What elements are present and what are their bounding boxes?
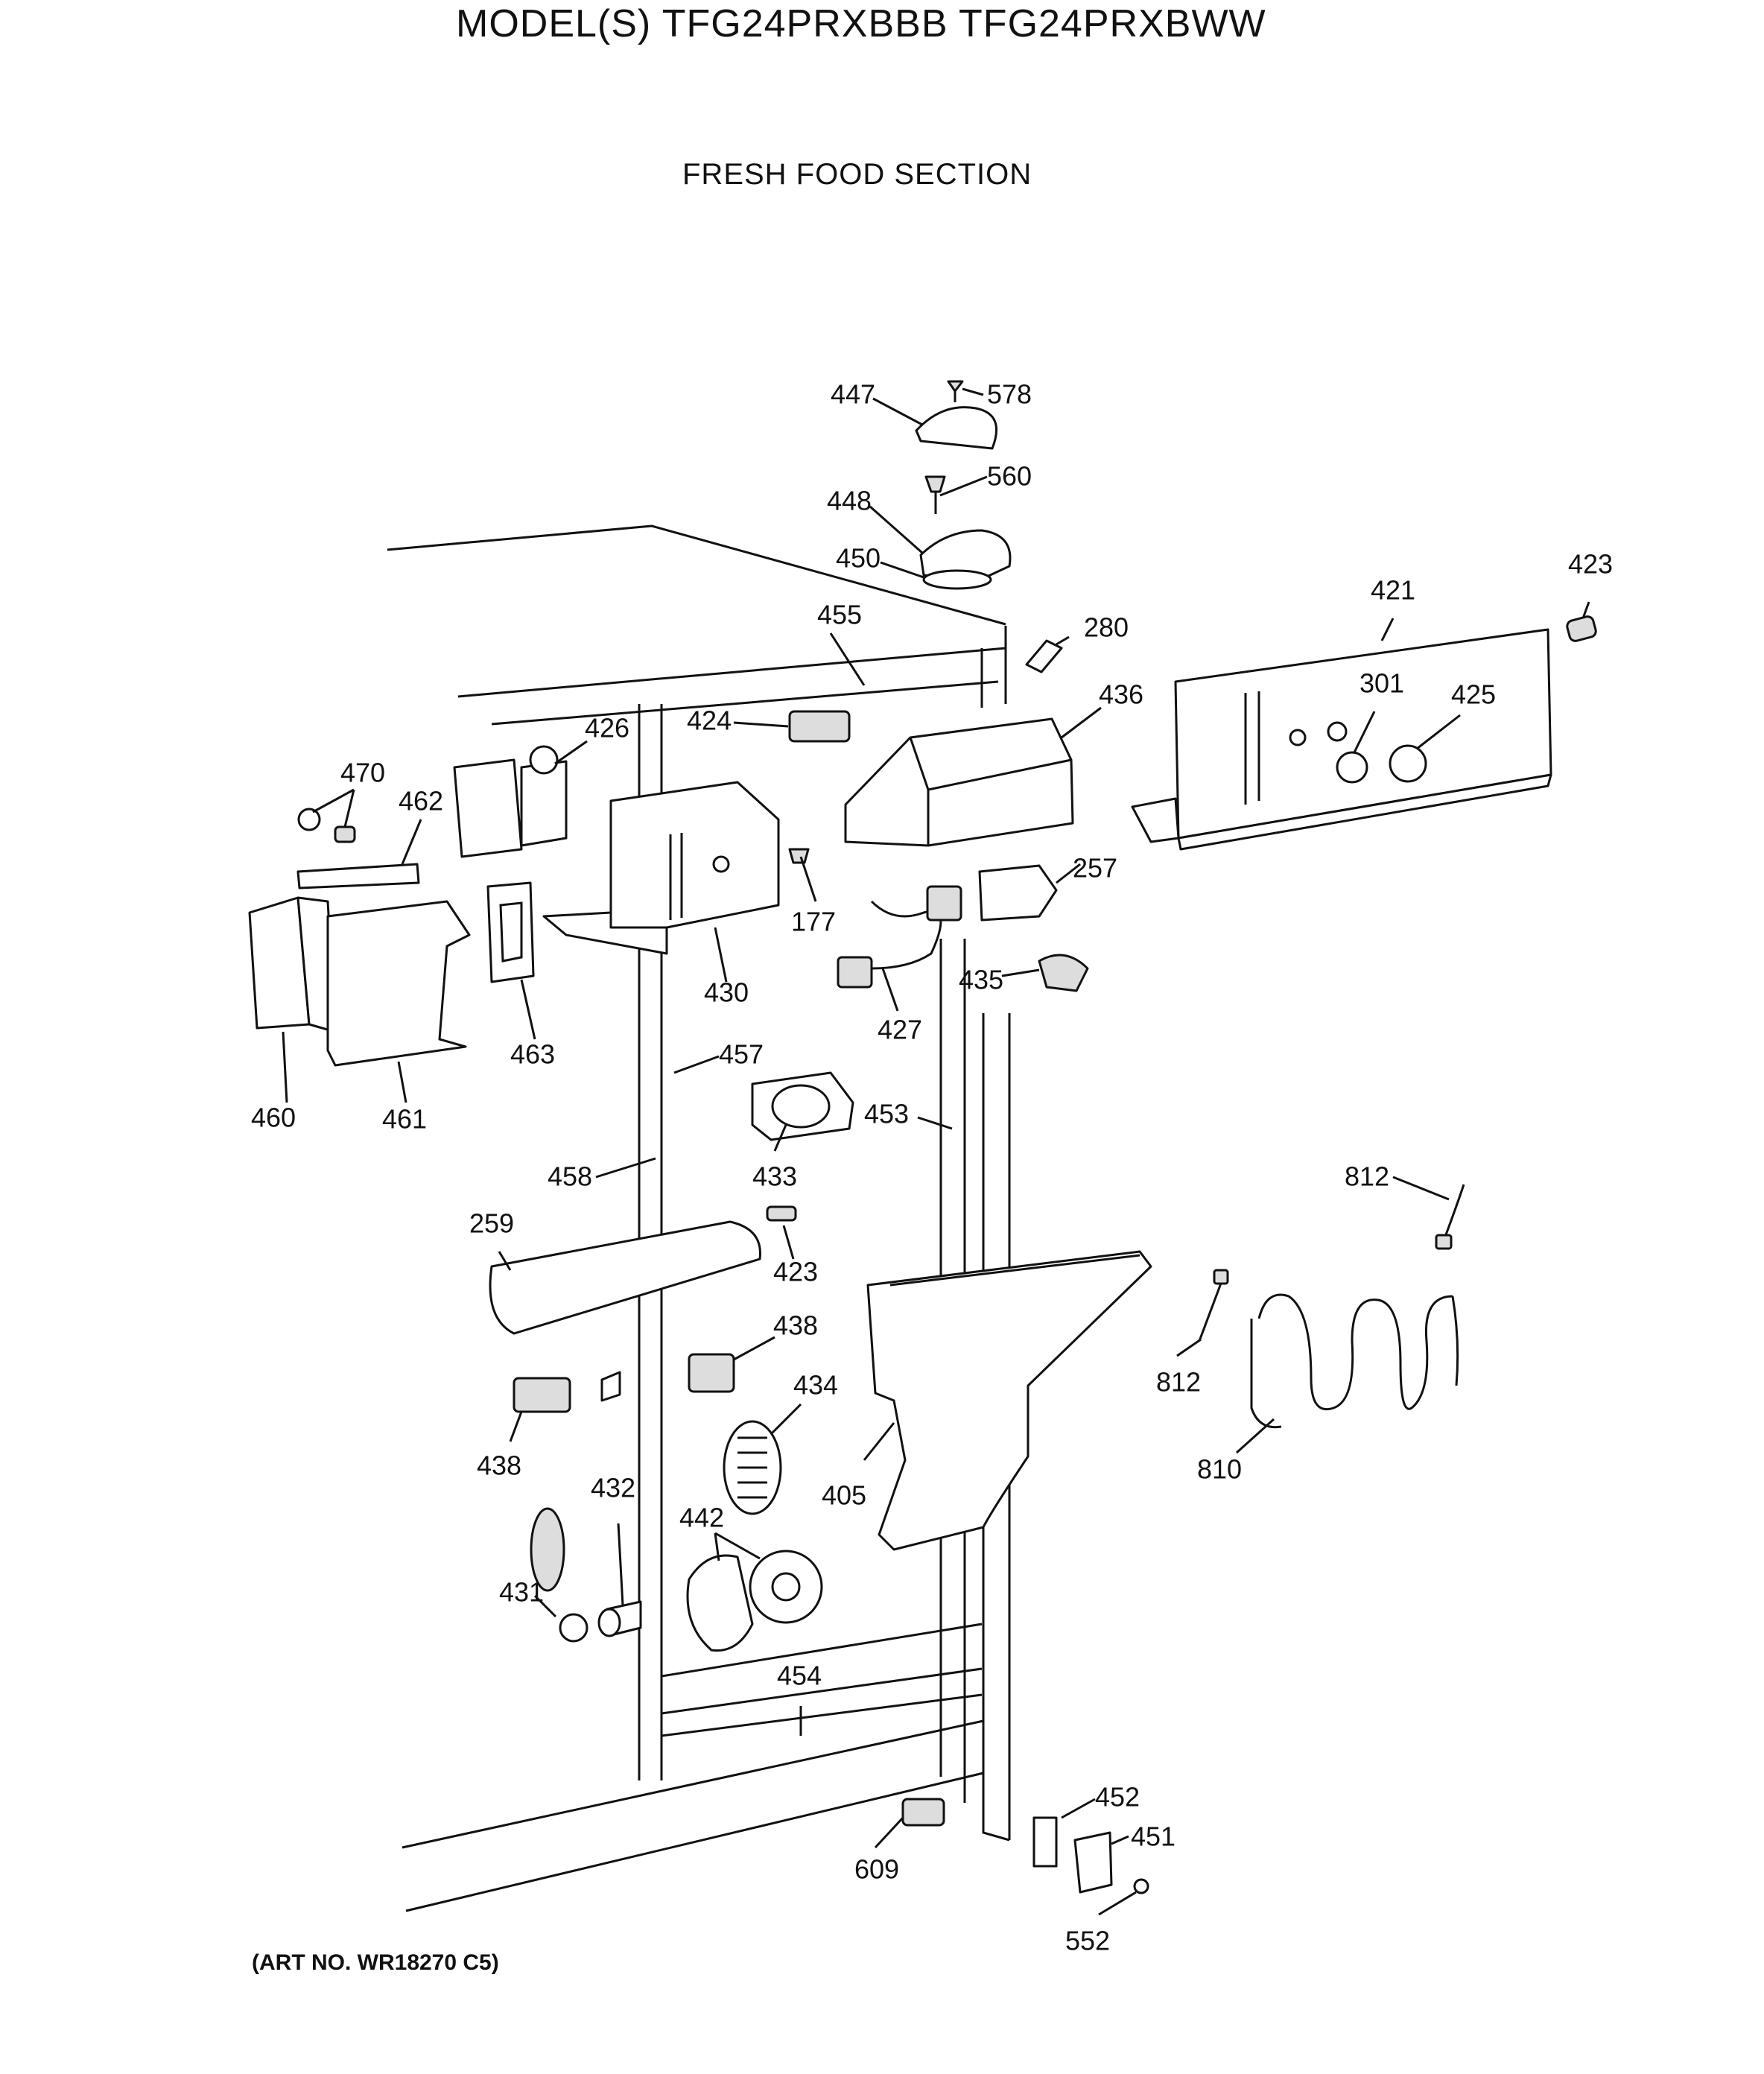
callout-438-left: 438 <box>477 1450 521 1481</box>
callout-430: 430 <box>704 977 749 1008</box>
part-447-cover <box>915 406 998 450</box>
callout-578: 578 <box>987 379 1032 410</box>
callout-463: 463 <box>510 1039 555 1070</box>
part-552-screw <box>1133 1878 1149 1894</box>
part-301-knob <box>1336 751 1368 784</box>
page-title: MODEL(S) TFG24PRXBBB TFG24PRXBWW <box>456 2 1266 45</box>
callout-433: 433 <box>752 1161 797 1192</box>
callout-451: 451 <box>1131 1821 1176 1852</box>
part-177-screw <box>788 848 810 864</box>
part-450-gasket <box>922 569 992 590</box>
part-442-motor <box>686 1550 823 1652</box>
callout-426: 426 <box>585 713 629 743</box>
part-257-timer <box>978 864 1058 922</box>
callout-470: 470 <box>340 758 385 788</box>
callout-177: 177 <box>791 907 836 937</box>
part-438-cube <box>600 1371 621 1402</box>
part-427-harness <box>837 885 962 989</box>
callout-432: 432 <box>591 1473 635 1503</box>
part-405-liner <box>866 1250 1152 1551</box>
part-463-bracket <box>486 881 535 983</box>
callout-458: 458 <box>548 1161 592 1192</box>
part-280 <box>1025 639 1063 673</box>
callout-423-top: 423 <box>1568 549 1613 580</box>
callout-810: 810 <box>1197 1454 1242 1485</box>
part-423-knob-top <box>1566 615 1597 642</box>
callout-812-upper: 812 <box>1345 1161 1389 1192</box>
part-578-screw <box>947 380 964 402</box>
callout-431: 431 <box>499 1577 544 1608</box>
part-461-frame <box>326 900 471 1067</box>
part-462-clip <box>296 863 420 889</box>
callout-436: 436 <box>1099 679 1143 710</box>
part-452-plate <box>1032 1816 1058 1868</box>
part-423-knob-lower <box>766 1205 797 1222</box>
callout-460: 460 <box>251 1103 296 1133</box>
part-812-tube-lower <box>1198 1269 1229 1342</box>
part-560-screw <box>924 475 946 514</box>
part-431-gasket-lens <box>530 1507 588 1643</box>
callout-421: 421 <box>1371 575 1415 606</box>
art-number: (ART NO. WR18270 C5) <box>252 1950 499 1975</box>
callout-438-right: 438 <box>773 1310 818 1341</box>
callout-447: 447 <box>831 379 875 410</box>
part-433-fan <box>751 1071 854 1141</box>
part-438-socket-right <box>688 1353 735 1393</box>
callout-434: 434 <box>793 1370 838 1401</box>
part-812-tube-upper <box>1435 1184 1465 1250</box>
part-810-heater <box>1250 1293 1459 1429</box>
callout-259: 259 <box>469 1208 514 1239</box>
part-259-cover <box>489 1220 761 1335</box>
part-438-socket-left <box>513 1377 571 1413</box>
callout-labels: 447 578 560 448 450 455 280 423 421 436 … <box>251 379 1613 1956</box>
callout-552: 552 <box>1065 1926 1110 1956</box>
callout-452: 452 <box>1095 1782 1140 1813</box>
callout-427: 427 <box>878 1015 922 1045</box>
part-421-control-panel <box>1131 628 1552 851</box>
callout-435: 435 <box>959 965 1003 995</box>
part-609 <box>901 1798 945 1827</box>
part-430-duct <box>542 781 780 955</box>
callout-425: 425 <box>1451 679 1496 710</box>
callout-609: 609 <box>854 1854 899 1885</box>
callout-812-lower: 812 <box>1156 1367 1201 1398</box>
part-451-hinge <box>1073 1831 1113 1894</box>
callout-454: 454 <box>777 1661 822 1691</box>
leader-lines <box>282 387 1590 1916</box>
callout-560: 560 <box>987 461 1032 492</box>
callout-462: 462 <box>399 786 443 816</box>
callout-424: 424 <box>687 705 732 736</box>
callout-280: 280 <box>1084 612 1129 643</box>
callout-442: 442 <box>679 1503 724 1533</box>
callout-461: 461 <box>382 1104 427 1135</box>
part-432-bushing <box>597 1600 642 1637</box>
callout-301: 301 <box>1360 668 1404 699</box>
callout-455: 455 <box>817 600 862 630</box>
callout-405: 405 <box>822 1480 866 1511</box>
callout-423-lower: 423 <box>773 1257 818 1287</box>
part-434-lens <box>723 1420 782 1515</box>
part-460-housing <box>248 896 337 1033</box>
part-435 <box>1038 954 1089 992</box>
part-436-housing <box>844 717 1074 847</box>
section-subtitle: FRESH FOOD SECTION <box>682 158 1032 191</box>
part-424-switch <box>788 710 851 743</box>
part-425-knob <box>1389 744 1427 783</box>
callout-450: 450 <box>836 543 881 574</box>
callout-448: 448 <box>827 486 872 516</box>
part-448-bracket <box>919 529 1012 583</box>
callout-453: 453 <box>864 1099 909 1129</box>
callout-257: 257 <box>1073 853 1117 884</box>
callout-457: 457 <box>719 1039 764 1070</box>
part-426-thermostat <box>453 745 568 858</box>
